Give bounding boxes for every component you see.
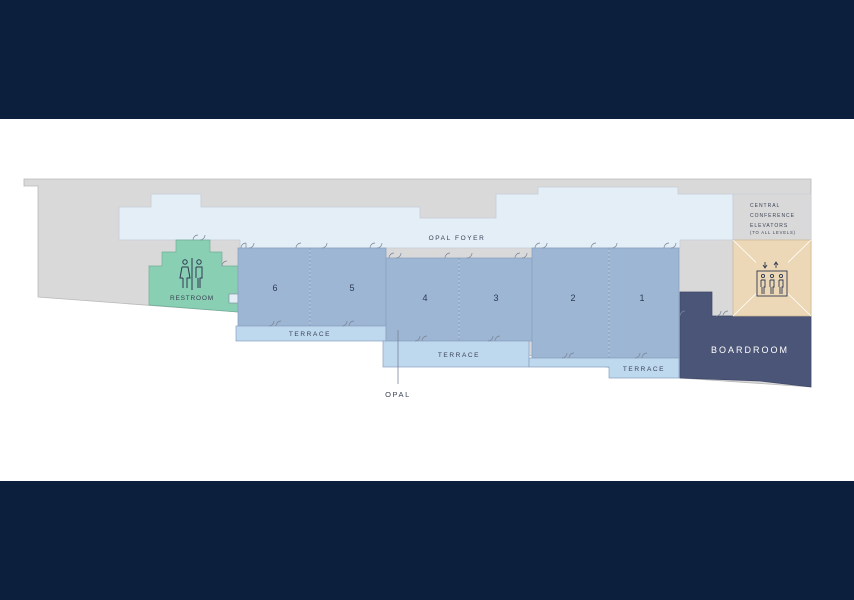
boardroom-label: BOARDROOM	[711, 345, 789, 355]
bottom-band	[0, 481, 854, 600]
room-5-label: 5	[349, 283, 354, 293]
terrace-rooms-2-1[interactable]	[528, 357, 680, 379]
elevators-label-line2: CONFERENCE	[750, 213, 795, 219]
door-markers	[192, 234, 729, 359]
terrace-label-6-5: TERRACE	[289, 331, 331, 338]
opal-foyer	[118, 186, 734, 249]
elevator-icon	[756, 261, 788, 297]
room-2-label: 2	[570, 293, 575, 303]
elevators-label-line1: CENTRAL	[750, 203, 780, 209]
room-5[interactable]	[309, 247, 387, 327]
opal-foyer-label: OPAL FOYER	[429, 235, 486, 242]
elevators-label-line4: (TO ALL LEVELS)	[750, 230, 796, 235]
restroom-door-box	[228, 293, 239, 304]
room-4[interactable]	[385, 257, 460, 342]
terrace-label-2-1: TERRACE	[623, 366, 665, 373]
restroom-label: RESTROOM	[170, 295, 214, 302]
restroom-icon	[179, 258, 203, 290]
room-2[interactable]	[531, 247, 610, 359]
room-6-label: 6	[272, 283, 277, 293]
top-band	[0, 0, 854, 119]
room-1-label: 1	[639, 293, 644, 303]
room-3-label: 3	[493, 293, 498, 303]
terrace-label-4-3: TERRACE	[438, 352, 480, 359]
boardroom[interactable]	[679, 291, 812, 388]
room-1[interactable]	[608, 247, 680, 359]
terrace-rooms-4-3[interactable]	[382, 340, 530, 368]
opal-label: OPAL	[385, 390, 411, 399]
elevators-label-line3: ELEVATORS	[750, 223, 788, 229]
room-4-label: 4	[422, 293, 427, 303]
